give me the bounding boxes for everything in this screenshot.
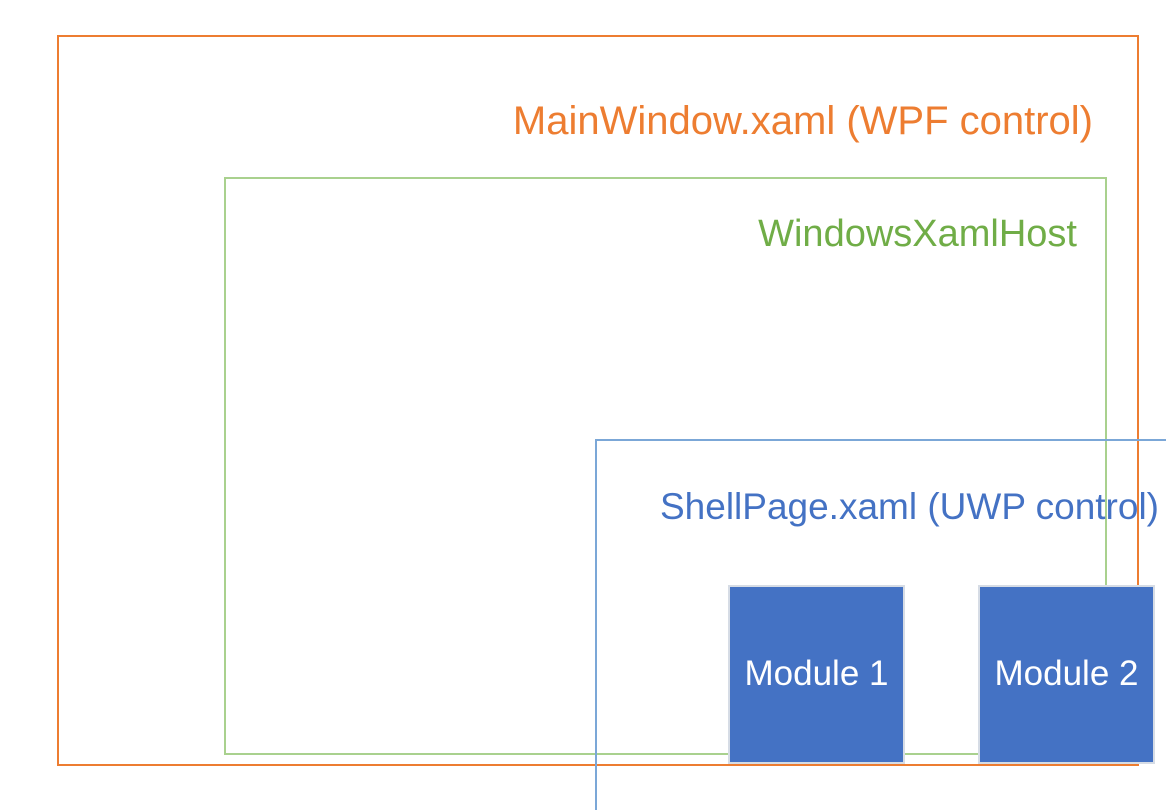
layer-label-shell-page: ShellPage.xaml (UWP control) <box>660 486 1159 527</box>
layer-label-windows-xaml-host: WindowsXamlHost <box>758 213 1077 255</box>
module-box-2[interactable]: Module 2 <box>978 585 1155 764</box>
module-box-1[interactable]: Module 1 <box>728 585 905 764</box>
layer-label-main-window: MainWindow.xaml (WPF control) <box>512 99 1093 143</box>
layer-shell-page: ShellPage.xaml (UWP control) Module 1 Mo… <box>595 439 1166 810</box>
module-row: Module 1 Module 2 <box>597 585 1166 765</box>
module-box-2-label: Module 2 <box>994 654 1139 694</box>
layer-main-window: MainWindow.xaml (WPF control) WindowsXam… <box>57 35 1166 810</box>
module-box-1-label: Module 1 <box>744 654 889 694</box>
layer-windows-xaml-host: WindowsXamlHost ShellPage.xaml (UWP cont… <box>224 177 1166 810</box>
